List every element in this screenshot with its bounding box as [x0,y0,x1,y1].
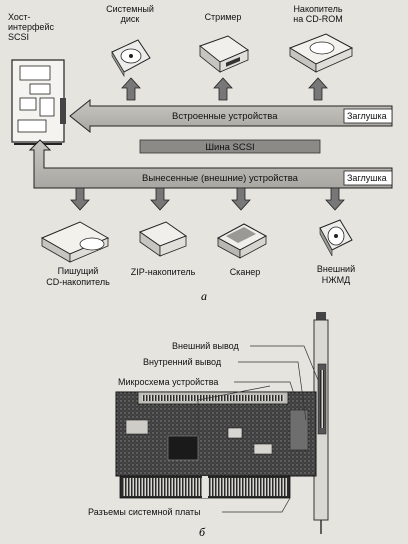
device-chip [167,435,199,461]
host-adapter-icon [11,59,66,145]
external-device-4-label-line-1: Внешний [317,264,355,274]
host-label-line-3: SCSI [8,32,29,42]
external-connectors [70,187,345,211]
external-terminator-box [343,170,393,186]
mounting-bracket-icon [313,312,329,534]
callout-internal-pin: Внутренний вывод [143,357,222,367]
callout-system-board-slots: Разъемы системной платы [88,507,201,517]
callout-device-chip: Микросхема устройства [118,377,218,387]
external-device-3-label: Сканер [230,267,261,277]
internal-device-1-label-line-1: Системный [106,4,154,14]
host-label-line-2: интерфейс [8,22,54,32]
terminator-box [343,108,393,124]
callout-external-pin: Внешний вывод [172,341,239,351]
cd-writer-icon [40,221,110,263]
zip-drive-icon [138,221,188,257]
scsi-card-board [115,391,317,477]
callout-leaders [197,345,319,513]
internal-device-1-label-line-2: диск [121,14,140,24]
external-bus-arrow [28,139,393,189]
cdrom-drive-icon [288,33,354,73]
scsi-bus-bar [139,139,321,154]
external-device-1-label-line-2: CD-накопитель [46,277,110,287]
external-device-2-label: ZIP-накопитель [131,267,196,277]
terminator-label: Заглушка [347,111,387,121]
tape-drive-icon [198,35,250,73]
internal-device-3-label-line-2: на CD-ROM [293,14,342,24]
figure-a-caption: а [201,289,207,303]
external-hdd-icon [319,219,353,257]
host-label-line-1: Хост- [8,12,31,22]
internal-bus-label: Встроенные устройства [172,111,278,122]
internal-device-2-label: Стример [205,12,242,22]
figure-b-caption: б [199,525,206,539]
internal-device-3-label-line-1: Накопитель [293,4,342,14]
external-terminator-label: Заглушка [347,173,387,183]
external-device-4-label-line-2: НЖМД [322,275,350,285]
scsi-bus-label: Шина SCSI [205,142,254,153]
hard-disk-icon [111,39,151,78]
system-board-edge-connector [119,475,291,499]
external-device-1-label-line-1: Пишущий [58,266,99,276]
external-bus-label: Вынесенные (внешние) устройства [142,173,299,184]
scanner-icon [216,223,268,259]
internal-connectors [121,77,328,101]
